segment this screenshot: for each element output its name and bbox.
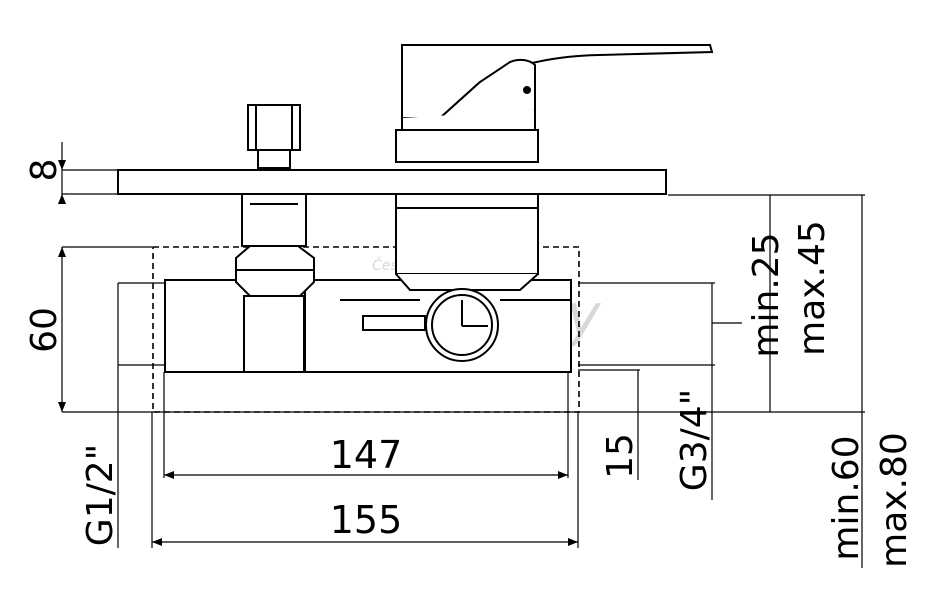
box-width-label: 155 — [330, 498, 403, 542]
lever-handle — [395, 44, 714, 291]
depth-max-total-label: max.80 — [874, 432, 915, 568]
body-height-label: 60 — [24, 307, 65, 353]
outlet-port — [362, 288, 499, 362]
handle-collar — [395, 129, 539, 163]
dimension-arrows — [58, 160, 578, 546]
cartridge-sleeve — [395, 193, 539, 275]
wall-box-outline — [152, 246, 580, 413]
extension-lines — [61, 142, 865, 568]
inlet-thread-label: G1/2" — [80, 444, 121, 546]
mixer-body — [164, 279, 572, 373]
diverter-valve — [235, 104, 315, 373]
depth-min-top-label: min.25 — [746, 232, 787, 357]
dimension-labels: 8 60 G1/2" 147 155 15 G3/4" min.25 max.4… — [24, 159, 915, 568]
plate-thickness-label: 8 — [24, 159, 65, 182]
body-width-label: 147 — [330, 433, 403, 477]
outlet-thread-label: G3/4" — [674, 389, 715, 491]
depth-max-top-label: max.45 — [792, 220, 833, 356]
cover-plate — [117, 169, 667, 195]
depth-min-total-label: min.60 — [826, 435, 867, 560]
outlet-offset-label: 15 — [600, 433, 641, 479]
